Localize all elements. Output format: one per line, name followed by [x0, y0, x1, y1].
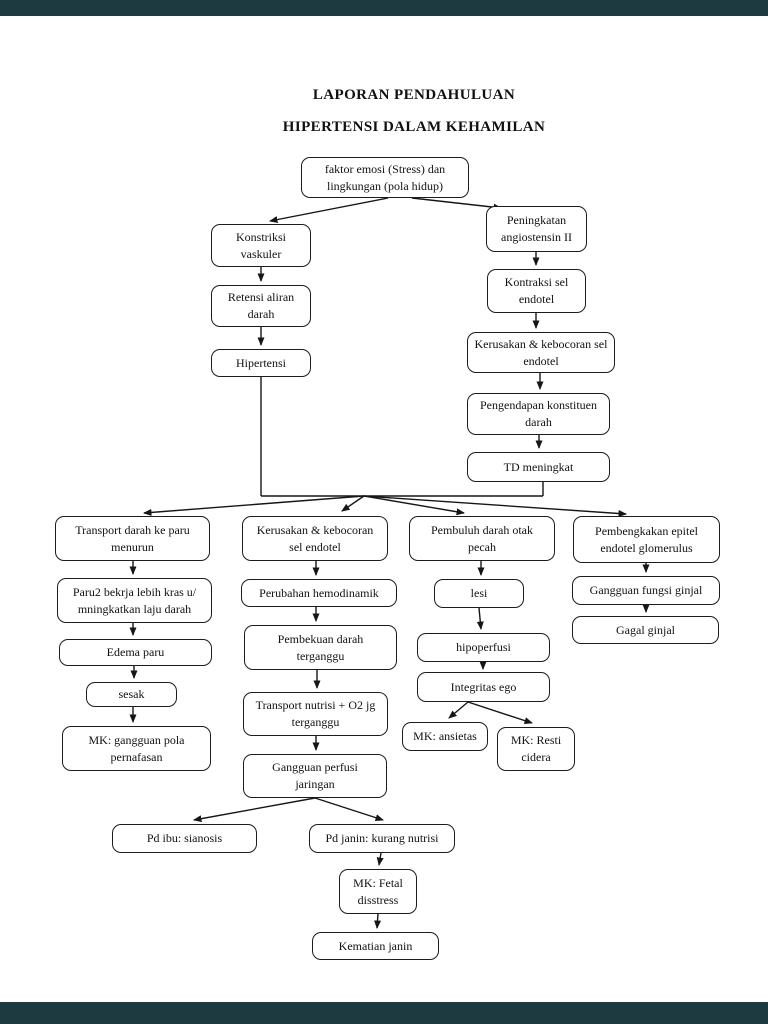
- node-pembengkakan-glomerulus: Pembengkakan epitel endotel glomerulus: [573, 516, 720, 563]
- node-gangguan-fungsi-ginjal: Gangguan fungsi ginjal: [572, 576, 720, 605]
- node-kerusakan-kebocoran-endotel-2: Kerusakan & kebocoran sel endotel: [242, 516, 388, 561]
- node-pd-ibu-sianosis: Pd ibu: sianosis: [112, 824, 257, 853]
- node-konstriksi-vaskuler: Konstriksi vaskuler: [211, 224, 311, 267]
- node-lesi: lesi: [434, 579, 524, 608]
- viewer-bottom-bar: [0, 1002, 768, 1024]
- node-paru2-bekerja-keras: Paru2 bekrja lebih kras u/ mningkatkan l…: [57, 578, 212, 623]
- node-pengendapan-konstituen: Pengendapan konstituen darah: [467, 393, 610, 435]
- node-hipertensi: Hipertensi: [211, 349, 311, 377]
- node-pd-janin-kurang-nutrisi: Pd janin: kurang nutrisi: [309, 824, 455, 853]
- node-faktor-emosi: faktor emosi (Stress) dan lingkungan (po…: [301, 157, 469, 198]
- node-kematian-janin: Kematian janin: [312, 932, 439, 960]
- node-kerusakan-kebocoran-endotel: Kerusakan & kebocoran sel endotel: [467, 332, 615, 373]
- node-retensi-aliran-darah: Retensi aliran darah: [211, 285, 311, 327]
- node-peningkatan-angiostensin: Peningkatan angiostensin II: [486, 206, 587, 252]
- node-transport-nutrisi-o2: Transport nutrisi + O2 jg terganggu: [243, 692, 388, 736]
- node-kontraksi-sel-endotel: Kontraksi sel endotel: [487, 269, 586, 313]
- node-perubahan-hemodinamik: Perubahan hemodinamik: [241, 579, 397, 607]
- node-transport-darah-paru: Transport darah ke paru menurun: [55, 516, 210, 561]
- node-pembuluh-darah-otak: Pembuluh darah otak pecah: [409, 516, 555, 561]
- viewer-top-bar: [0, 0, 768, 16]
- node-mk-fetal-distress: MK: Fetal disstress: [339, 869, 417, 914]
- node-edema-paru: Edema paru: [59, 639, 212, 666]
- node-hipoperfusi: hipoperfusi: [417, 633, 550, 662]
- node-sesak: sesak: [86, 682, 177, 707]
- document-title-line1: LAPORAN PENDAHULUAN: [312, 87, 516, 103]
- node-gagal-ginjal: Gagal ginjal: [572, 616, 719, 644]
- node-mk-resti-cidera: MK: Resti cidera: [497, 727, 575, 771]
- document-title-line2: HIPERTENSI DALAM KEHAMILAN: [282, 119, 546, 135]
- node-td-meningkat: TD meningkat: [467, 452, 610, 482]
- node-mk-gangguan-pernafasan: MK: gangguan pola pernafasan: [62, 726, 211, 771]
- node-gangguan-perfusi: Gangguan perfusi jaringan: [243, 754, 387, 798]
- node-mk-ansietas: MK: ansietas: [402, 722, 488, 751]
- node-integritas-ego: Integritas ego: [417, 672, 550, 702]
- node-pembekuan-darah: Pembekuan darah terganggu: [244, 625, 397, 670]
